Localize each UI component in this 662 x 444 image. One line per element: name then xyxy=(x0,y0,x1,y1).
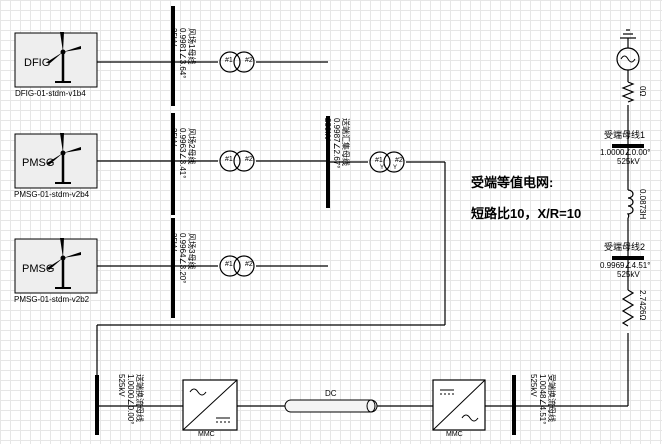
bus-feeder-1[interactable] xyxy=(171,6,175,106)
feeder3-value: 0.9964∠3.20° xyxy=(178,233,187,284)
receive-bus1-name: 受端母线1 xyxy=(604,130,646,140)
dc-label: DC xyxy=(325,389,337,398)
bus-receive-2[interactable] xyxy=(612,256,644,260)
generator-dfig[interactable] xyxy=(14,30,98,88)
bus-receive-1[interactable] xyxy=(612,144,644,148)
collector-voltage: 230kV xyxy=(323,118,332,141)
ground-icon xyxy=(620,29,636,39)
xfm-w2: #2 xyxy=(395,157,403,164)
xf1-w1: #1 xyxy=(225,57,233,64)
feeder1-name: 风场1母线 xyxy=(187,28,196,65)
receive-bus2-value: 0.9969∠4.51° xyxy=(600,261,651,270)
receive-bus1-voltage: 525kV xyxy=(617,157,640,166)
collector-bus-label: 送端汇集母线 0.9987∠2.67° 230kV xyxy=(323,118,350,168)
wires xyxy=(96,38,629,407)
send-bus-value: 1.0000∠0.00° xyxy=(126,374,135,425)
send-bus-voltage: 525kV xyxy=(117,374,126,397)
feeder3-bus-label: 风场3母线 0.9964∠3.20° 35kV xyxy=(169,233,196,283)
generator-pmsg-1[interactable] xyxy=(14,131,98,189)
xf2-w2: #2 xyxy=(245,156,253,163)
feeder2-voltage: 35kV xyxy=(169,128,178,147)
receive-conv-value: 1.0048∠4.51° xyxy=(538,374,547,425)
generator-pmsg-2[interactable] xyxy=(14,236,98,294)
mmc-receive-label: MMC xyxy=(446,431,463,438)
xf3-w1: #1 xyxy=(225,261,233,268)
receive-bus2-name: 受端母线2 xyxy=(604,242,646,252)
xf2-w1: #1 xyxy=(225,156,233,163)
mmc-send-label: MMC xyxy=(198,431,215,438)
grid-detail: 短路比10，X/R=10 xyxy=(471,206,582,221)
ac-source[interactable] xyxy=(616,47,640,71)
resistor-r0[interactable] xyxy=(621,81,635,103)
grid-title: 受端等值电网: xyxy=(471,175,554,190)
feeder3-voltage: 35kV xyxy=(169,233,178,252)
receive-conv-voltage: 525kV xyxy=(529,374,538,397)
send-bus-name: 送端换流母线 xyxy=(135,374,144,422)
xfm-y1: Y xyxy=(380,165,385,171)
gen3-caption: PMSG-01-stdm-v2b2 xyxy=(14,295,90,304)
xf3-w2: #2 xyxy=(245,261,253,268)
gen2-label: PMSG xyxy=(22,157,55,169)
receive-conv-bus-label: 受端换流母线 1.0048∠4.51° 525kV xyxy=(529,374,556,424)
feeder1-voltage: 35kV xyxy=(169,28,178,47)
gen3-label: PMSG xyxy=(22,263,55,275)
feeder2-bus-label: 风场2母线 0.9963∠3.41° 35kV xyxy=(169,128,196,178)
send-bus-label: 送端换流母线 1.0000∠0.00° 525kV xyxy=(117,374,144,424)
collector-name: 送端汇集母线 xyxy=(341,118,350,166)
resistor-r2[interactable] xyxy=(621,289,635,327)
xfm-y2: Y xyxy=(393,165,398,171)
receive-conv-name: 受端换流母线 xyxy=(547,374,556,422)
receive-bus1-value: 1.0000∠0.00° xyxy=(600,148,651,157)
feeder1-bus-label: 风场1母线 0.9981∠3.64° 35kV xyxy=(169,28,196,78)
mmc-receive[interactable] xyxy=(432,379,486,431)
bus-feeder-3[interactable] xyxy=(171,218,175,318)
receive-bus2-voltage: 525kV xyxy=(617,270,640,279)
inductor-label: 0.0873H xyxy=(638,189,647,220)
gen1-caption: DFIG-01-stdm-v1b4 xyxy=(15,89,86,98)
gen2-caption: PMSG-01-stdm-v2b4 xyxy=(14,190,90,199)
bus-collector[interactable] xyxy=(326,116,330,208)
feeder2-value: 0.9963∠3.41° xyxy=(178,128,187,179)
feeder3-name: 风场3母线 xyxy=(187,233,196,270)
collector-value: 0.9987∠2.67° xyxy=(332,118,341,169)
xf1-w2: #2 xyxy=(245,57,253,64)
xfm-w1: #1 xyxy=(375,157,383,164)
bus-feeder-2[interactable] xyxy=(171,113,175,215)
feeder2-name: 风场2母线 xyxy=(187,128,196,165)
feeder1-value: 0.9981∠3.64° xyxy=(178,28,187,79)
dc-cable[interactable] xyxy=(284,399,378,413)
gen1-label: DFIG xyxy=(24,57,51,69)
mmc-send[interactable] xyxy=(182,379,238,431)
bus-send-converter[interactable] xyxy=(95,375,99,435)
inductor[interactable] xyxy=(626,189,634,219)
resistor-r2-label: 2.7426Ω xyxy=(638,290,647,321)
bus-receive-converter[interactable] xyxy=(512,375,516,435)
resistor-r0-label: 0Ω xyxy=(638,86,647,97)
